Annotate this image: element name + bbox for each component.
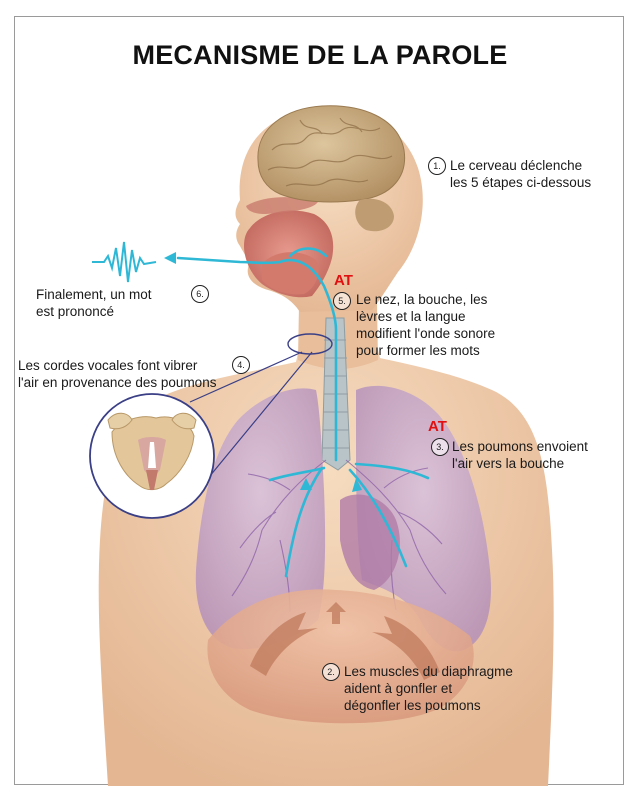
step-3-line-2: l'air vers la bouche <box>452 455 588 472</box>
step-2-line-1: Les muscles du diaphragme <box>344 663 513 680</box>
step-2-line-3: dégonfler les poumons <box>344 697 513 714</box>
step-6-line-2: est prononcé <box>36 303 152 320</box>
step-5-line-2: lèvres et la langue <box>356 308 495 325</box>
step-5-number: 5. <box>333 292 351 310</box>
step-4-number: 4. <box>232 356 250 374</box>
step-1-caption: Le cerveau déclenche les 5 étapes ci-des… <box>450 157 591 191</box>
step-2-line-2: aident à gonfler et <box>344 680 513 697</box>
step-6-number: 6. <box>191 285 209 303</box>
step-3-number: 3. <box>431 438 449 456</box>
brain <box>258 106 405 202</box>
step-4-line-2: l'air en provenance des poumons <box>18 374 216 391</box>
step-4-caption: Les cordes vocales font vibrer l'air en … <box>18 357 216 391</box>
diagram-title: MECANISME DE LA PAROLE <box>0 40 640 71</box>
marker-at-nose: AT <box>334 272 353 289</box>
step-5-line-3: modifient l'onde sonore <box>356 325 495 342</box>
step-1-number: 1. <box>428 157 446 175</box>
step-4-line-1: Les cordes vocales font vibrer <box>18 357 216 374</box>
step-6-line-1: Finalement, un mot <box>36 286 152 303</box>
step-5-line-1: Le nez, la bouche, les <box>356 291 495 308</box>
sound-wave-icon <box>92 242 156 282</box>
step-1-line-1: Le cerveau déclenche <box>450 157 591 174</box>
step-3-caption: Les poumons envoient l'air vers la bouch… <box>452 438 588 472</box>
step-6-caption: Finalement, un mot est prononcé <box>36 286 152 320</box>
marker-at-lungs: AT <box>428 418 447 435</box>
step-3-line-1: Les poumons envoient <box>452 438 588 455</box>
step-2-caption: Les muscles du diaphragme aident à gonfl… <box>344 663 513 714</box>
step-5-line-4: pour former les mots <box>356 342 495 359</box>
step-2-number: 2. <box>322 663 340 681</box>
step-1-line-2: les 5 étapes ci-dessous <box>450 174 591 191</box>
step-5-caption: Le nez, la bouche, les lèvres et la lang… <box>356 291 495 359</box>
